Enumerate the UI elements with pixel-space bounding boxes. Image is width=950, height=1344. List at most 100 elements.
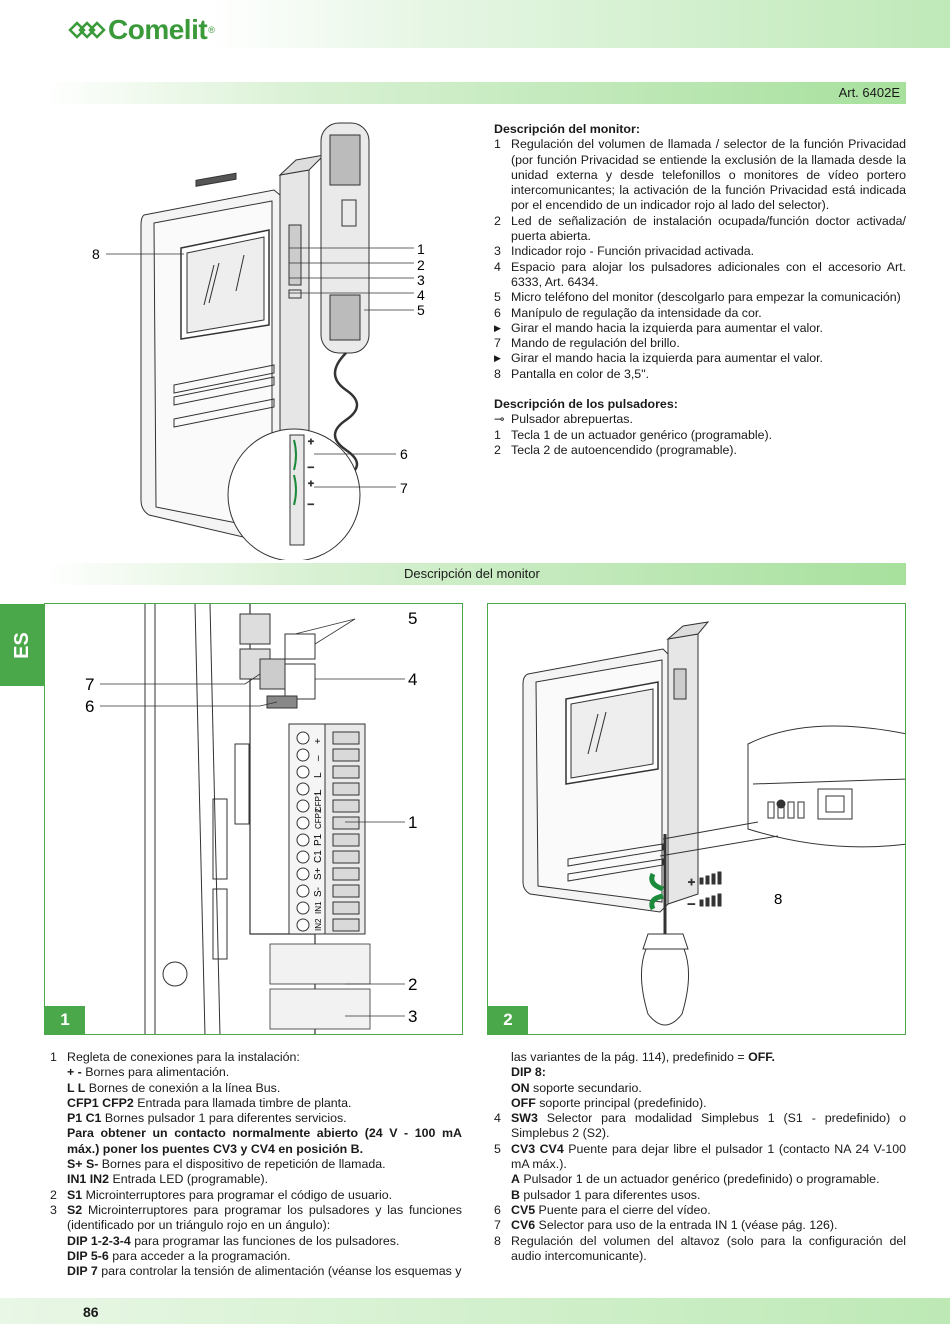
description-text: para programar las funciones de los puls… [130,1233,400,1248]
terminal-slot [332,833,360,847]
figure-1-number: 1 [45,1006,85,1034]
description-text: Regleta de conexiones para la instalació… [67,1050,300,1064]
comelit-logo: Comelit ® [68,14,215,46]
terminal-screw [296,867,310,881]
legend-item: 5 CV3 CV4 Puente para dejar libre el puls… [494,1142,906,1173]
legend-item-text: CV3 CV4 Puente para dejar libre el pulsa… [511,1142,906,1173]
brand-reg: ® [208,25,215,35]
button-item-text: Pulsador abrepuertas. [511,412,906,427]
fig1-label-1: 1 [408,813,417,832]
legend-item-number: 8 [494,1233,501,1248]
bold-term: L L [67,1080,86,1095]
terminal-label: C1 [313,850,324,863]
label-5: 5 [417,302,425,318]
legend-item-number [50,1157,67,1172]
legend-item-number: 5 [494,1141,501,1156]
svg-text:+: + [308,479,314,490]
legend-item: + - Bornes para alimentación. [50,1065,462,1080]
monitor-item: 8 Pantalla en color de 3,5". [494,367,906,382]
legend-item: A Pulsador 1 de un actuador genérico (pr… [494,1172,906,1187]
bold-term: S2 [67,1202,83,1217]
legend-item-text: DIP 1-2-3-4 para programar las funciones… [67,1234,462,1249]
monitor-item-number: 4 [494,259,501,274]
fig1-label-6: 6 [85,697,94,716]
bold-term: OFF. [748,1050,775,1064]
button-item-text: Tecla 2 de autoencendido (programable). [511,443,906,458]
description-text: Puente para dejar libre el pulsador 1 (c… [511,1141,906,1172]
article-bar: Art. 6402E [44,82,906,104]
monitor-item-text: Mando de regulación del brillo. [511,336,906,351]
bold-term: A [511,1172,520,1187]
handset-drawing [320,122,370,479]
monitor-item-text: Micro teléfono del monitor (descolgarlo … [511,290,906,305]
description-text: Regulación del volumen del altavoz (solo… [511,1233,906,1263]
button-item-text: Tecla 1 de un actuador genérico (program… [511,428,906,443]
legend-item-number [494,1081,511,1096]
terminal-label: CFP2 [314,808,323,829]
monitor-item: 4 Espacio para alojar los pulsadores adic… [494,260,906,291]
monitor-item-number: 6 [494,305,501,320]
monitor-item-number: 8 [494,366,501,381]
terminal-screw [296,816,310,830]
legend-item: L L Bornes de conexión a la línea Bus. [50,1081,462,1096]
bold-term: ON [511,1080,530,1095]
legend-item-text: DIP 7 para controlar la tensión de alime… [67,1264,462,1279]
terminal-slot [332,884,360,898]
legend-item-number [494,1096,511,1111]
monitor-item-text: Manípulo de regulação da intensidade da … [511,306,906,321]
monitor-item-text: Indicador rojo - Función privacidad acti… [511,244,906,259]
description-text: soporte principal (predefinido). [535,1095,707,1110]
legend-item-number [50,1234,67,1249]
footer-band [0,1298,950,1324]
terminal-slot [332,867,360,881]
legend-item-text: las variantes de la pág. 114), predefini… [511,1050,906,1065]
legend-item-number [50,1111,67,1126]
bottom-right-column: las variantes de la pág. 114), predefini… [494,1050,906,1264]
figure-2-number: 2 [488,1006,528,1034]
bold-term: S1 [67,1187,83,1202]
description-text: soporte secundario. [529,1080,642,1095]
description-text: Pulsador 1 de un actuador genérico (pred… [519,1172,880,1187]
terminal-screw [296,850,310,864]
terminal-slot [332,799,360,813]
terminal-label: IN2 [314,918,323,931]
legend-item: DIP 7 para controlar la tensión de alime… [50,1264,462,1279]
legend-item-number [50,1065,67,1080]
legend-item: 8 Regulación del volumen del altavoz (sol… [494,1234,906,1265]
comelit-logo-icon [68,21,106,39]
monitor-item-number: ▶ [494,322,501,333]
legend-item-number [50,1096,67,1111]
description-text: Bornes para alimentación. [81,1065,230,1080]
bold-term: CV3 CV4 [511,1141,564,1156]
terminal-screw [296,748,310,762]
terminal-label: P1 [313,833,324,846]
label-8: 8 [92,246,100,262]
description-text: Bornes para el dispositivo de repetición… [98,1157,386,1172]
legend-item: S+ S- Bornes para el dispositivo de repe… [50,1157,462,1172]
fig1-label-5: 5 [408,609,417,628]
monitor-item-text: Girar el mando hacia la izquierda para a… [511,351,906,366]
description-text: Entrada para llamada timbre de planta. [133,1095,352,1110]
legend-item-number: 7 [494,1218,501,1233]
description-text: Regulación del volumen de llamada / sele… [511,137,906,213]
monitor-item-text: Espacio para alojar los pulsadores adici… [511,260,906,291]
monitor-item-text: Pantalla en color de 3,5". [511,367,906,382]
terminal-slot [332,731,360,745]
fig2-label-8: 8 [774,891,782,908]
label-1: 1 [417,241,425,257]
terminal-slot [332,765,360,779]
description-text: Selector para modalidad Simplebus 1 (S1 … [511,1111,906,1141]
legend-item: CFP1 CFP2 Entrada para llamada timbre de… [50,1096,462,1111]
terminal-screw [296,833,310,847]
legend-item-text: DIP 8: [511,1065,906,1080]
legend-item-text: + - Bornes para alimentación. [67,1065,462,1080]
legend-item: P1 C1 Bornes pulsador 1 para diferentes … [50,1111,462,1126]
language-tab: ES [0,604,44,686]
terminal-slot [332,901,360,915]
terminal-screw [296,799,310,813]
